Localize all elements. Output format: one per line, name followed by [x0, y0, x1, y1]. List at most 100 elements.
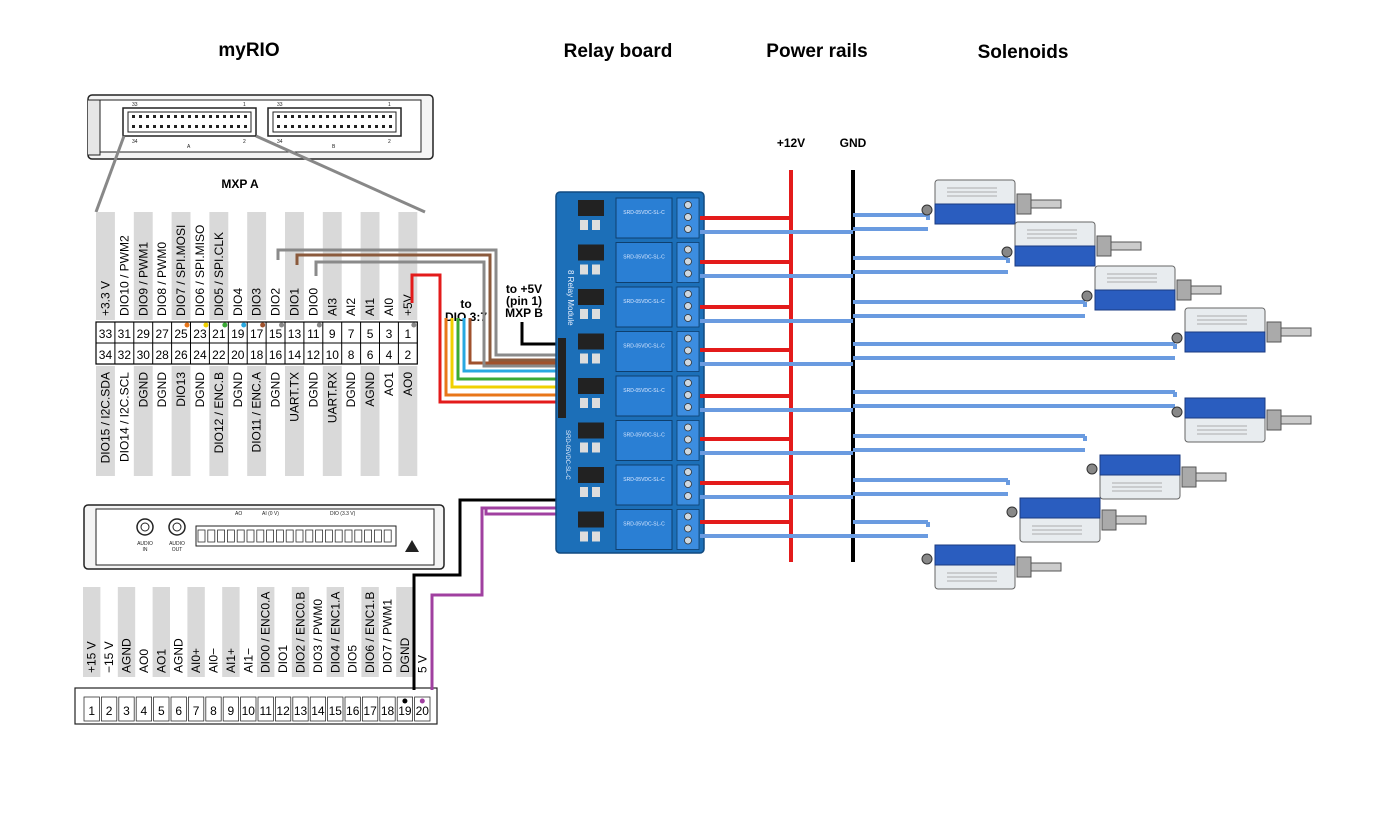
mxp-bottom-label: AGND: [363, 372, 377, 407]
svg-text:SRD-05VDC-SL-C: SRD-05VDC-SL-C: [623, 388, 665, 394]
msp-to-relay-wires: [412, 498, 556, 690]
mxp-bottom-label: DIO11 / ENC.A: [250, 372, 264, 452]
solenoid: [1081, 265, 1222, 311]
zoom-line-right: [255, 134, 426, 214]
annotation-to-5v: to +5V (pin 1) MXP B: [505, 282, 543, 320]
svg-text:SRD-05VDC-SL-C: SRD-05VDC-SL-C: [623, 299, 665, 305]
mxp-bottom-pin: 14: [288, 348, 302, 362]
msp-label: DIO0 / ENC0.A: [259, 592, 273, 673]
mxp-top-label: DIO8 / PWM0: [155, 242, 169, 316]
mxp-bottom-pin: 4: [386, 348, 393, 362]
msp-dio-label: DIO (3.3 V): [330, 511, 356, 517]
mxp-bottom-label: DIO15 / I2C.SDA: [98, 372, 112, 463]
mxp-bottom-pin: 2: [405, 348, 412, 362]
mxp-bottom-label: UART.TX: [287, 372, 301, 422]
svg-text:SRD-05VDC-SL-C: SRD-05VDC-SL-C: [623, 477, 665, 483]
msp-col-bg: [291, 587, 310, 677]
mxp-pin-dot: [316, 322, 322, 328]
msp-pin: 16: [346, 704, 360, 718]
annotation-to-dio: to DIO 3:7: [445, 297, 487, 324]
msp-pin: 11: [259, 704, 272, 718]
mxp-bottom-label: DGND: [344, 372, 358, 408]
msp-pin: 13: [294, 704, 308, 718]
audio-in-jack: AUDIO IN: [136, 518, 154, 553]
msp-pin: 10: [242, 704, 256, 718]
msp-pin: 12: [276, 704, 290, 718]
msp-label: AI1+: [224, 648, 238, 673]
mxp-top-col-bg: [133, 212, 153, 320]
mxp-top-pin: 21: [212, 327, 226, 341]
msp-pin: 9: [228, 704, 235, 718]
connector-b-pin-1: 1: [388, 102, 391, 108]
relay-module: SRD-05VDC-SL-C: [578, 420, 700, 461]
mxp-bottom-col-bg: [171, 366, 191, 476]
connector-b-pin-33: 33: [277, 102, 283, 108]
relay-output-wires: [700, 213, 1177, 538]
title-solenoids: Solenoids: [978, 42, 1069, 63]
mxp-top-pin: 5: [367, 327, 374, 341]
msp-label: AI0+: [189, 648, 203, 673]
mxp-top-label: DIO6 / SPI.MISO: [193, 225, 207, 316]
msp-label: DIO1: [276, 645, 290, 673]
mxp-top-col-bg: [209, 212, 229, 320]
mxp-bottom-pin: 16: [269, 348, 283, 362]
msp-label: DIO4 / ENC1.A: [328, 592, 342, 673]
mxp-bottom-label: AO0: [401, 372, 415, 396]
msp-pin: 6: [175, 704, 182, 718]
mxp-top-label: DIO7 / SPI.MOSI: [174, 225, 188, 316]
mxp-top-col-bg: [322, 212, 342, 320]
msp-col-bg: [187, 587, 205, 677]
relay-board-bottom-label: SRD-05VDC-SL-C: [564, 430, 570, 480]
audio-in-label-1: AUDIO: [137, 541, 153, 547]
msp-pin: 5: [158, 704, 165, 718]
connector-a-pin-1: 1: [243, 102, 246, 108]
esd-warning-icon: [405, 540, 419, 552]
msp-col-bg: [257, 587, 275, 677]
connector-b-pin-2: 2: [388, 139, 391, 145]
rail-12v-label: +12V: [777, 136, 805, 150]
mxp-bottom-col-bg: [96, 366, 115, 476]
mxp-top-pin: 13: [288, 327, 302, 341]
msp-pin: 8: [210, 704, 217, 718]
msp-col-bg: [117, 587, 136, 677]
mxp-top-pin: 31: [118, 327, 132, 341]
mxp-top-col-bg: [96, 212, 115, 320]
msp-label: +15 V: [85, 641, 99, 673]
mxp-top-label: DIO1: [287, 288, 301, 316]
msp-col-bg: [326, 587, 344, 677]
msp-label: DIO5: [346, 645, 360, 673]
relay-module: SRD-05VDC-SL-C: [578, 197, 700, 239]
mxp-bottom-pin: 10: [326, 348, 340, 362]
solenoid: [1171, 307, 1312, 353]
mxp-pin-dot: [184, 322, 190, 328]
mxp-pin-dot: [241, 322, 247, 328]
mxp-bottom-label: DGND: [136, 372, 150, 408]
mxp-to-relay-wires: [276, 248, 556, 404]
connector-a-label: A: [187, 144, 191, 150]
solenoid: [1086, 454, 1227, 500]
mxp-top-label: AI1: [363, 298, 377, 316]
mxp-bottom-col-bg: [247, 366, 267, 476]
mxp-bottom-pin: 24: [193, 348, 207, 362]
msp-pin: 4: [141, 704, 148, 718]
mxp-bottom-col-bg: [133, 366, 153, 476]
mxp-bottom-pin: 26: [174, 348, 188, 362]
zoom-line-left: [94, 135, 126, 213]
mxp-bottom-label: DGND: [269, 372, 283, 408]
mxp-bottom-label: DGND: [155, 372, 169, 408]
mxp-bottom-col-bg: [322, 366, 342, 476]
msp-pin: 1: [88, 704, 95, 718]
msp-col-bg: [83, 587, 101, 677]
msp-col-bg: [361, 587, 379, 677]
msp-pin: 7: [193, 704, 200, 718]
mxp-top-col-bg: [360, 212, 380, 320]
mxp-bottom-label: DIO14 / I2C.SCL: [117, 372, 131, 462]
mxp-bottom-pin: 22: [212, 348, 226, 362]
annotation-to-5v-line1: to +5V: [506, 282, 542, 296]
mxp-top-label: DIO0: [306, 288, 320, 316]
mxp-top-label: DIO3: [250, 288, 264, 316]
mxp-top-pin: 27: [155, 327, 169, 341]
mxp-top-pin: 11: [307, 327, 320, 341]
